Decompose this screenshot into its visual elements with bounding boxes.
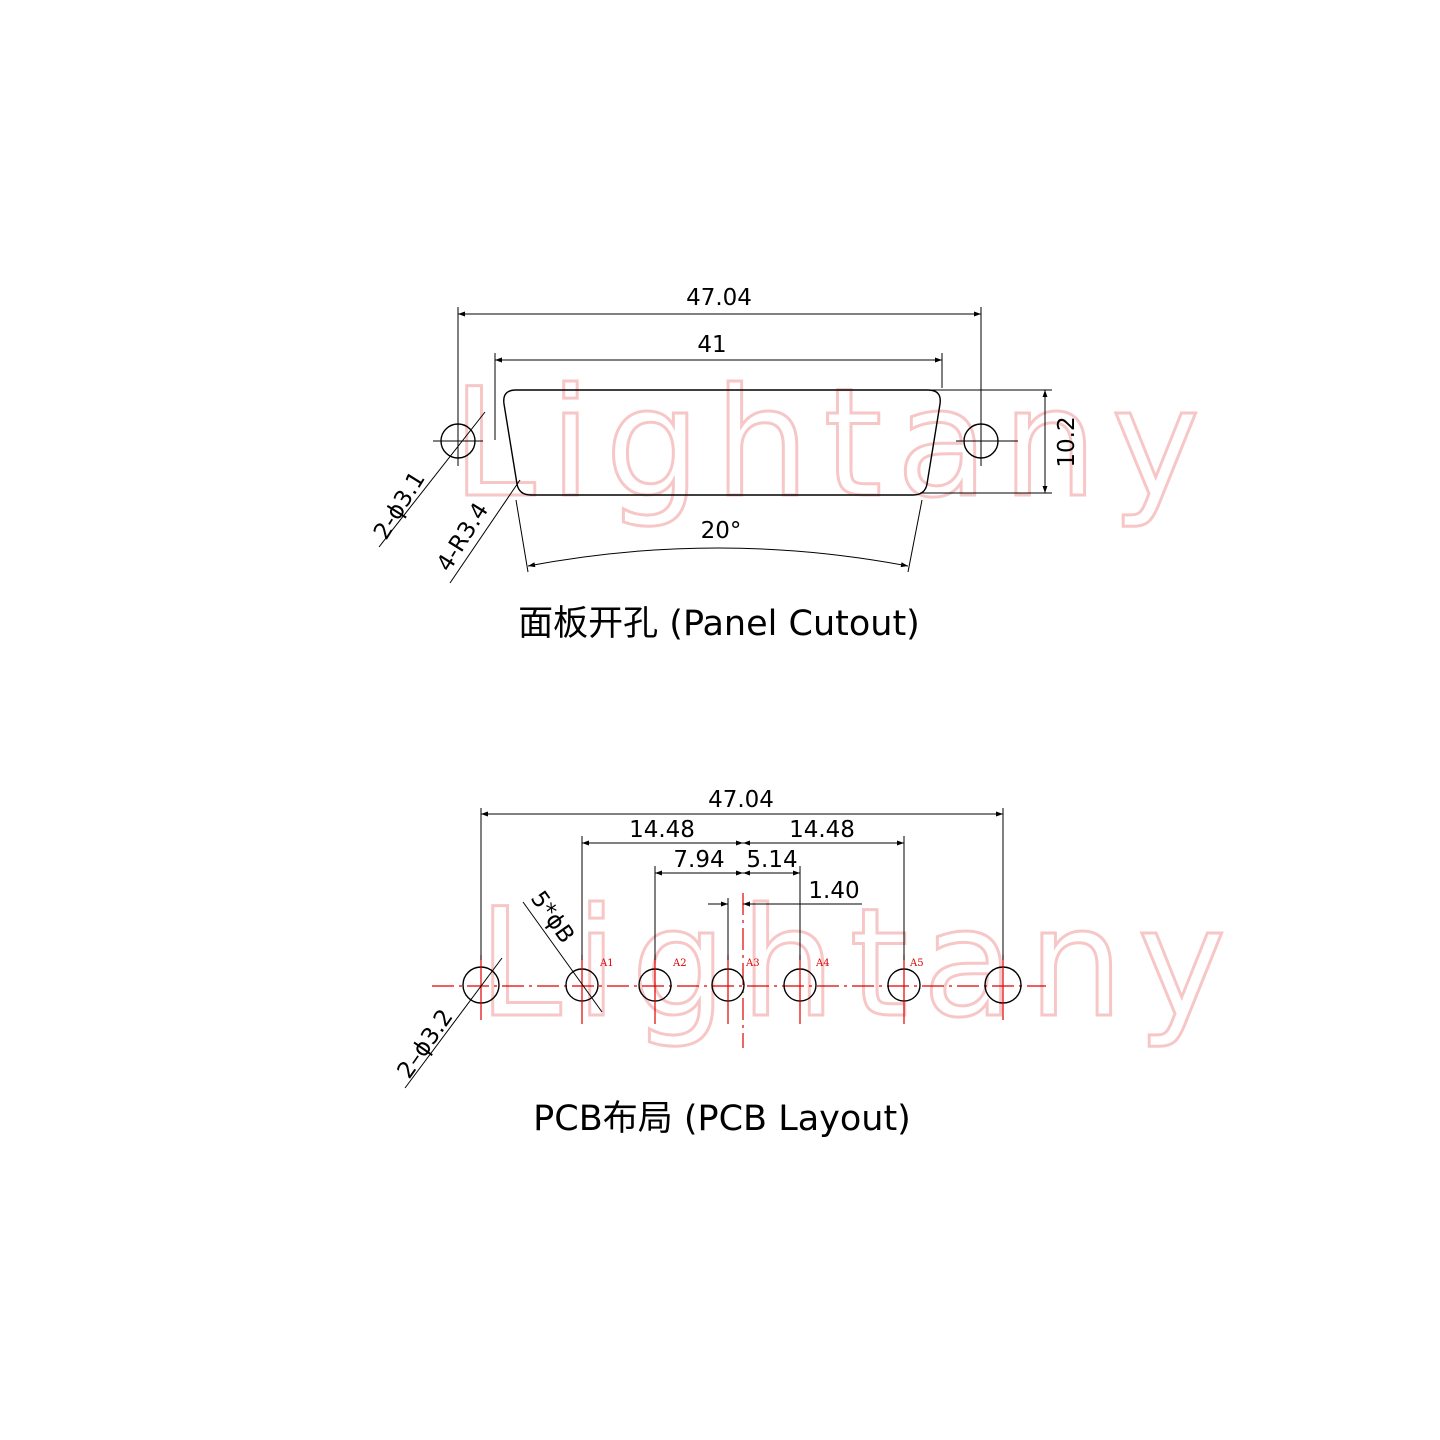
pcb-dim-overall-label: 47.04	[708, 787, 774, 813]
pcb-dim-offset: 1.40	[708, 878, 862, 960]
pcb-layout-view: Lightany A1 A2 A3	[393, 787, 1240, 1139]
dim-angle: 20°	[515, 499, 923, 573]
cutout-outline	[503, 389, 941, 496]
dim-body-width: 41	[494, 332, 943, 440]
pcb-dim-offset-label: 1.40	[808, 878, 859, 904]
pin-label-a5: A5	[909, 958, 924, 969]
pcb-dim-overall: 47.04	[480, 787, 1004, 960]
pcb-dim-right-span: 14.48	[743, 817, 905, 960]
pcb-pin-a3: A3	[711, 955, 760, 1024]
dim-overall-label: 47.04	[686, 285, 752, 311]
pcb-dim-left-inner-label: 7.94	[673, 847, 724, 873]
pcb-dim-right-span-label: 14.48	[789, 817, 855, 843]
pcb-dim-left-inner: 7.94	[654, 847, 743, 960]
dim-body-label: 41	[697, 332, 726, 358]
pin-label-a1: A1	[599, 958, 614, 969]
pcb-dim-right-inner-label: 5.14	[746, 847, 797, 873]
pin-label-a2: A2	[672, 958, 687, 969]
dim-angle-label: 20°	[701, 518, 742, 544]
pcb-pin-a5: A5	[887, 955, 924, 1024]
dim-overall-width: 47.04	[457, 285, 982, 424]
pcb-dim-left-span: 14.48	[581, 817, 743, 960]
pcb-dim-left-span-label: 14.48	[629, 817, 695, 843]
pcb-right-mounting-hole	[984, 955, 1022, 1020]
pcb-caption: PCB布局 (PCB Layout)	[533, 1099, 911, 1139]
panel-caption: 面板开孔 (Panel Cutout)	[518, 604, 920, 644]
hole-diameter-label: 2-ϕ3.1	[369, 467, 431, 544]
dim-height: 10.2	[920, 389, 1080, 494]
panel-cutout-view: Lightany 47.04 41	[369, 285, 1214, 644]
dim-height-label: 10.2	[1054, 416, 1080, 467]
watermark-text: Lightany	[452, 357, 1214, 531]
pin-label-a3: A3	[745, 958, 760, 969]
pcb-pin-a1: A1	[565, 955, 614, 1024]
pcb-pin-a4: A4	[783, 955, 830, 1024]
pcb-dim-right-inner: 5.14	[743, 847, 801, 960]
pcb-left-mounting-hole	[462, 955, 500, 1020]
pcb-pin-a2: A2	[638, 955, 687, 1024]
watermark-text-pcb: Lightany	[478, 877, 1240, 1051]
pin-label-a4: A4	[815, 958, 830, 969]
pcb-mount-hole-label: 2–ϕ3.2	[393, 1005, 459, 1084]
